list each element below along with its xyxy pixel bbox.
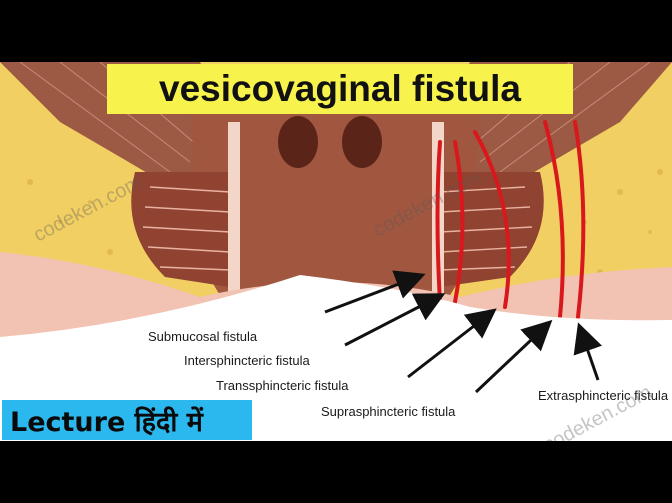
arrow-intersphincteric — [344, 293, 446, 347]
arrow-transsphincteric — [407, 308, 497, 379]
label-panel — [0, 275, 672, 441]
lecture-banner-text: Lecture हिंदी में — [10, 406, 203, 438]
anal-canal — [190, 102, 480, 312]
extrasphincteric-tract-a — [543, 120, 565, 319]
page-title: vesicovaginal fistula — [159, 68, 521, 109]
right-crypt — [342, 116, 382, 168]
intersphincteric-tract — [435, 140, 442, 304]
left-internal-sphincter — [228, 122, 240, 297]
fistula-tracts — [435, 120, 586, 319]
label-suprasphincteric: Suprasphincteric fistula — [321, 404, 456, 419]
anatomy-illustration — [0, 62, 672, 441]
label-submucosal: Submucosal fistula — [148, 329, 258, 344]
arrow-submucosal — [324, 270, 426, 314]
label-extrasphincteric: Extrasphincteric fistula — [538, 388, 669, 403]
left-crypt — [278, 116, 318, 168]
label-transsphincteric: Transsphincteric fistula — [216, 378, 349, 393]
left-sphincter-striations — [142, 186, 231, 271]
extrasphincteric-tract-b — [573, 120, 586, 319]
right-sphincter-striations — [439, 186, 533, 271]
arrow-extrasphincteric — [573, 322, 603, 381]
arrow-suprasphincteric — [474, 319, 553, 394]
lecture-banner: Lecture हिंदी में — [2, 400, 252, 440]
diagram-frame: vesicovaginal fistula Submucosal fistula… — [0, 62, 672, 441]
title-banner: vesicovaginal fistula — [107, 64, 573, 114]
pointer-arrows — [324, 270, 603, 394]
suprasphincteric-tract — [473, 130, 511, 309]
label-intersphincteric: Intersphincteric fistula — [184, 353, 310, 368]
transsphincteric-tract — [453, 140, 465, 304]
